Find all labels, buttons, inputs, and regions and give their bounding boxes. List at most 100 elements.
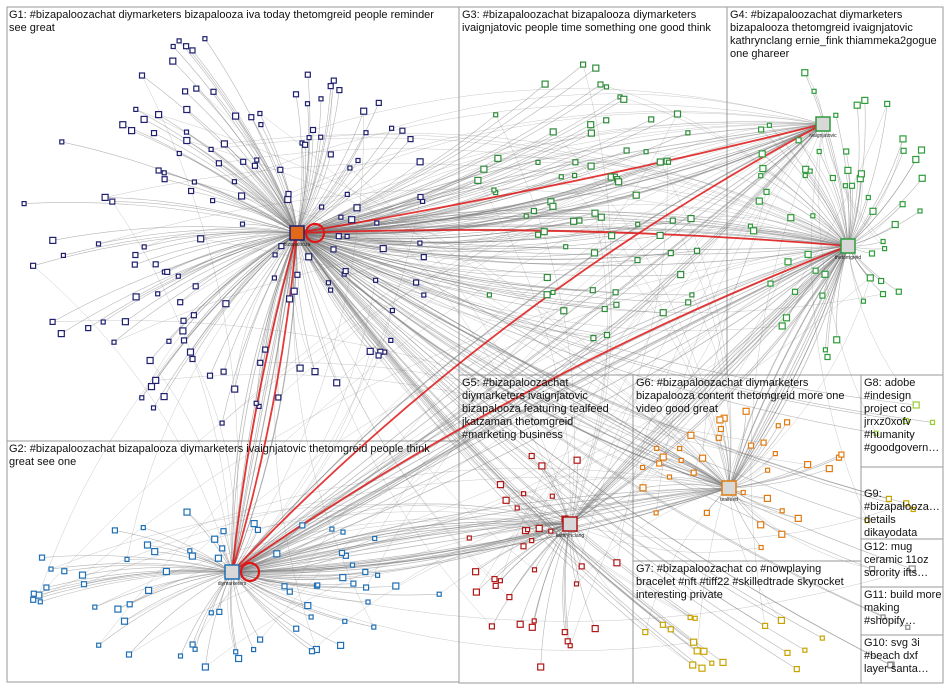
- edge: [205, 571, 233, 668]
- node: [120, 617, 129, 625]
- node: [214, 554, 222, 562]
- node: [254, 157, 260, 163]
- node: [669, 217, 676, 224]
- node: [272, 252, 278, 258]
- edge: [209, 232, 298, 376]
- node: [709, 660, 715, 666]
- edge: [296, 232, 692, 296]
- node: [363, 584, 370, 591]
- edge: [391, 93, 824, 129]
- edge: [296, 232, 891, 666]
- node: [573, 456, 581, 464]
- node: [296, 364, 304, 372]
- node: [183, 43, 190, 50]
- edge: [183, 232, 298, 322]
- node: [833, 112, 839, 118]
- edge: [212, 200, 730, 489]
- strong-edge: [296, 229, 849, 247]
- edge: [569, 523, 693, 666]
- hub-edge: [231, 123, 824, 573]
- edge: [491, 523, 571, 627]
- node: [538, 462, 546, 470]
- edge: [200, 231, 298, 240]
- edge: [618, 123, 824, 183]
- hub-edge: [296, 232, 849, 256]
- hub-node: [815, 116, 831, 132]
- edge: [569, 213, 608, 525]
- hub-edge: [231, 232, 298, 573]
- hub-edge: [231, 245, 849, 573]
- node: [111, 339, 117, 345]
- edge: [147, 467, 730, 546]
- edge: [155, 232, 298, 265]
- node: [506, 593, 513, 601]
- edge: [728, 487, 782, 621]
- edge: [287, 112, 824, 200]
- edge: [296, 232, 554, 293]
- node: [337, 641, 345, 650]
- node: [61, 568, 68, 575]
- node: [344, 233, 350, 239]
- edge: [798, 140, 849, 247]
- hub-edge: [231, 232, 298, 573]
- node: [929, 419, 936, 425]
- node: [187, 548, 193, 554]
- edge: [847, 150, 904, 247]
- edge: [112, 201, 233, 573]
- node: [192, 646, 198, 652]
- node: [197, 235, 205, 243]
- node: [256, 403, 262, 409]
- node: [340, 529, 346, 535]
- node: [591, 624, 599, 633]
- node: [778, 530, 786, 538]
- node: [155, 110, 163, 119]
- node: [917, 146, 926, 154]
- edge: [235, 115, 298, 234]
- node: [549, 202, 557, 210]
- node: [177, 299, 184, 306]
- edge: [696, 245, 849, 651]
- node: [257, 636, 264, 643]
- hub-node: [289, 225, 305, 241]
- node: [899, 135, 907, 143]
- node: [193, 85, 200, 92]
- hub-edge: [231, 123, 824, 573]
- node: [560, 307, 568, 315]
- edge: [274, 232, 317, 650]
- node: [304, 71, 311, 78]
- edge: [38, 232, 298, 596]
- node: [685, 299, 692, 306]
- edge: [242, 161, 298, 234]
- hub-edge: [569, 245, 849, 525]
- node: [132, 251, 139, 259]
- edge: [186, 109, 298, 234]
- node: [80, 581, 88, 588]
- edge: [493, 183, 849, 247]
- node: [534, 231, 542, 238]
- node: [150, 405, 157, 411]
- node: [801, 69, 809, 77]
- node: [502, 496, 510, 504]
- edge: [212, 200, 298, 234]
- node: [211, 535, 219, 543]
- edge: [296, 221, 574, 240]
- edge: [296, 232, 691, 618]
- edge: [569, 103, 888, 525]
- node: [763, 494, 772, 502]
- edge: [82, 567, 233, 576]
- node: [891, 220, 899, 229]
- node: [126, 601, 133, 608]
- node: [648, 116, 655, 123]
- node: [758, 150, 766, 158]
- node: [912, 155, 920, 164]
- hub-node: [721, 480, 737, 496]
- hub-edge: [296, 209, 849, 247]
- node: [676, 445, 683, 452]
- node: [350, 580, 357, 587]
- node: [812, 267, 819, 274]
- edge: [593, 245, 849, 339]
- edge: [813, 91, 849, 247]
- node: [656, 231, 664, 239]
- hub-edge: [296, 232, 730, 489]
- node: [848, 182, 856, 189]
